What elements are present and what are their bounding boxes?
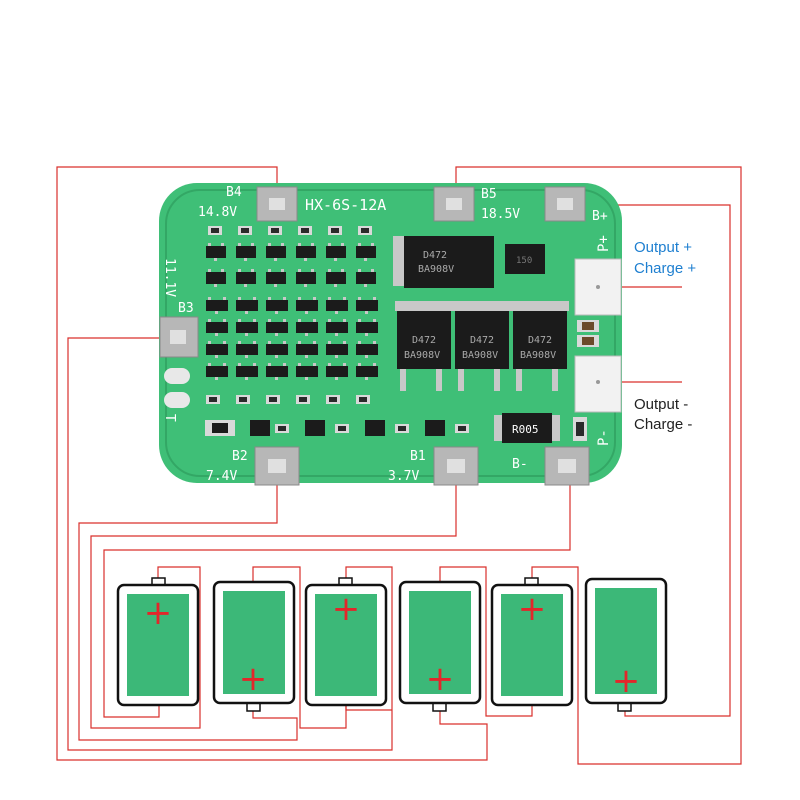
wire-link-2-3 — [252, 566, 347, 729]
battery-cell-5-plus: + — [518, 589, 547, 629]
wire-bminus — [103, 485, 571, 718]
battery-cell-3-plus: + — [332, 589, 361, 629]
shunt-resistor — [502, 413, 552, 443]
pad-b1-name: B1 — [410, 449, 426, 464]
mosfet-1: D472 BA908V — [395, 301, 453, 391]
pad-b5-name: B5 — [481, 187, 497, 202]
wire-link-3-4 — [345, 705, 392, 711]
battery-cell-3: + — [304, 577, 388, 707]
pad-t-name: T — [162, 414, 177, 422]
wire-b1 — [90, 485, 457, 729]
smd-components — [205, 226, 599, 441]
wire-b2 — [78, 485, 298, 741]
pad-pminus-name: P- — [596, 429, 612, 446]
battery-cell-1-plus: + — [144, 593, 173, 633]
svg-text:D472: D472 — [528, 335, 552, 346]
battery-cell-2: + — [212, 580, 296, 712]
label-output-minus: Output - — [634, 396, 688, 413]
regulator-marking-1: D472 — [423, 250, 447, 261]
battery-cell-2-plus: + — [239, 659, 268, 699]
mosfet-3: D472 BA908V — [511, 301, 569, 391]
pad-bminus — [544, 446, 590, 486]
pad-b2-name: B2 — [232, 449, 248, 464]
battery-cell-1: + — [116, 577, 200, 707]
label-charge-plus: Charge + — [634, 260, 696, 277]
wire-bplus — [585, 204, 731, 717]
pad-b5-voltage: 18.5V — [481, 207, 520, 222]
svg-text:D472: D472 — [412, 335, 436, 346]
regulator-small-marking: 150 — [516, 256, 532, 266]
mosfet-2: D472 BA908V — [453, 301, 511, 391]
svg-text:BA908V: BA908V — [520, 350, 556, 361]
pad-b1-voltage: 3.7V — [388, 469, 419, 484]
shunt-resistor-marking: R005 — [512, 423, 539, 436]
label-charge-minus: Charge - — [634, 416, 692, 433]
wire-b5 — [455, 166, 742, 765]
svg-text:BA908V: BA908V — [404, 350, 440, 361]
label-output-plus: Output + — [634, 239, 692, 256]
regulator-marking-2: BA908V — [418, 264, 454, 275]
pad-bplus-name: B+ — [592, 209, 608, 224]
battery-cell-4: + — [398, 580, 482, 712]
wire-b4 — [56, 166, 488, 761]
battery-cell-6: + — [584, 577, 668, 712]
bms-board: HX-6S-12A B4 14.8V B5 18.5V B+ B3 11.1V … — [159, 183, 622, 486]
pad-pplus-name: P+ — [596, 235, 612, 252]
svg-text:D472: D472 — [470, 335, 494, 346]
battery-cell-5: + — [490, 577, 574, 707]
pad-t — [164, 368, 190, 384]
battery-cell-6-plus: + — [612, 661, 641, 701]
svg-text:BA908V: BA908V — [462, 350, 498, 361]
wire-b3 — [67, 337, 393, 751]
regulator-chip — [404, 236, 494, 288]
wire-link-4-5 — [439, 566, 533, 717]
pad-b2-voltage: 7.4V — [206, 469, 237, 484]
pad-b4-name: B4 — [226, 185, 242, 200]
board-model-label: HX-6S-12A — [305, 196, 386, 214]
pad-b3-name: B3 — [178, 301, 194, 316]
pad-bminus-name: B- — [512, 457, 528, 472]
pad-b4-voltage: 14.8V — [198, 205, 237, 220]
battery-cell-4-plus: + — [426, 659, 455, 699]
pad-b3-voltage: 11.1V — [162, 258, 177, 297]
